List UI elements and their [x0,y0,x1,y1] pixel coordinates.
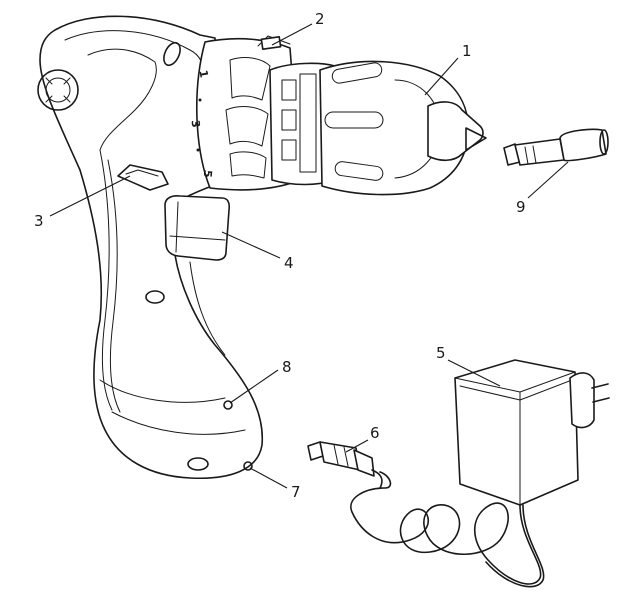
callout-label-2: 2 [315,10,325,28]
callout-label-1: 1 [462,42,472,60]
charger-adapter [454,359,610,506]
callout-3: 3 [34,175,131,230]
grip-hole-upper [145,290,165,304]
power-cable [350,471,545,588]
dc-plug [307,441,383,489]
callout-label-9: 9 [516,198,526,216]
torque-scale-1: 1 [196,69,210,79]
callout-label-8: 8 [282,358,292,376]
rear-vent [37,69,79,111]
gear-ring [269,62,336,186]
callout-label-6: 6 [370,424,380,442]
callout-9: 9 [516,161,569,216]
torque-scale-3: 3 [189,119,203,128]
direction-switch [117,164,169,191]
callout-4: 4 [221,231,294,272]
callout-label-4: 4 [284,254,294,272]
callout-1: 1 [424,42,472,96]
callout-5: 5 [436,344,501,387]
grip-hole-lower [187,457,209,471]
callout-6: 6 [345,424,380,453]
callout-2: 2 [271,10,325,46]
callout-label-5: 5 [436,344,446,362]
trigger-switch [164,195,231,261]
callout-label-3: 3 [34,212,44,230]
led-indicator [243,461,253,471]
charging-socket [223,400,233,410]
screwdriver-bit [503,128,609,166]
keyless-chuck [319,60,487,196]
callout-7: 7 [249,467,301,501]
callout-8: 8 [229,358,292,404]
callout-label-7: 7 [291,483,301,501]
torque-scale-5: 5 [201,169,215,178]
